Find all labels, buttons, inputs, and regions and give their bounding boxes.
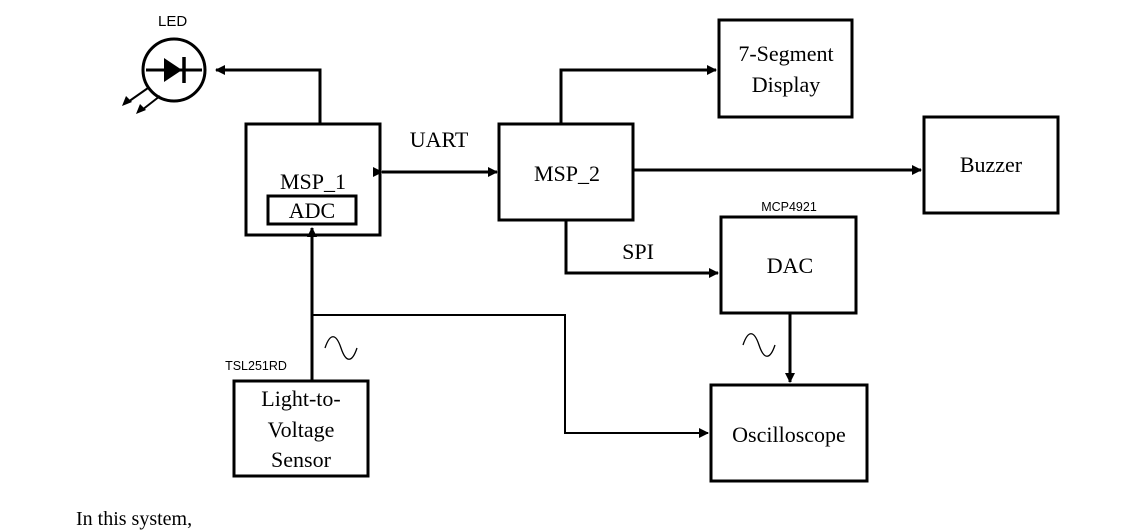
uart-label: UART: [410, 127, 469, 152]
buzzer-label: Buzzer: [960, 152, 1023, 177]
sine-wave-icon: [324, 336, 358, 360]
msp1-label: MSP_1: [280, 169, 346, 194]
block-diagram: LED MSP_1 ADC UART MSP_2 7-Segment Displ…: [122, 13, 1060, 483]
msp2-block: [497, 122, 635, 222]
sensor-label-line3: Sensor: [271, 447, 332, 472]
seven-segment-label-line2: Display: [752, 72, 820, 97]
dac-label: DAC: [767, 253, 813, 278]
seven-segment-label-line1: 7-Segment: [738, 41, 833, 66]
adc-label: ADC: [289, 198, 335, 223]
spi-label: SPI: [622, 239, 654, 264]
oscilloscope-block: [709, 383, 869, 483]
msp2-to-display-arrow: [559, 65, 717, 124]
msp2-label: MSP_2: [534, 161, 600, 186]
sensor-part-number: TSL251RD: [225, 359, 287, 373]
caption-text: In this system,: [76, 508, 193, 530]
led-label: LED: [158, 13, 187, 30]
light-to-voltage-sensor-block: [232, 379, 370, 478]
oscilloscope-label: Oscilloscope: [732, 422, 846, 447]
sensor-label-line2: Voltage: [268, 417, 335, 442]
led-icon: [122, 37, 207, 114]
adc-block: [266, 194, 358, 226]
msp1-to-led-arrow: [215, 65, 322, 124]
dac-part-number: MCP4921: [761, 200, 817, 214]
sensor-to-oscilloscope-arrow: [312, 314, 709, 438]
buzzer-block: [922, 115, 1060, 215]
sensor-label-line1: Light-to-: [261, 386, 340, 411]
dac-block: [719, 215, 858, 315]
sine-wave-icon: [742, 333, 776, 357]
spi-arrow: [564, 220, 719, 278]
seven-segment-display-block: [717, 18, 854, 119]
